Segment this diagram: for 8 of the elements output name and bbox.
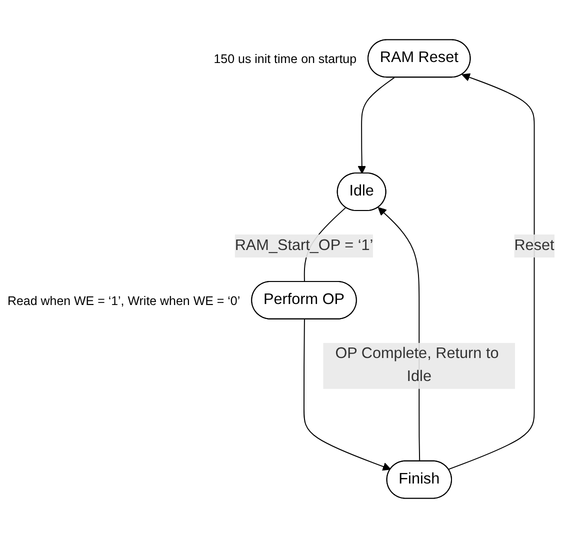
arrow xyxy=(448,73,535,470)
arrow xyxy=(304,318,392,471)
arrow xyxy=(358,77,395,174)
edge-label: Reset xyxy=(514,237,554,254)
edge-label: RAM_Start_OP = ‘1’ xyxy=(234,237,374,254)
annotation-text: 150 us init time on startup xyxy=(214,52,357,66)
annotation-text: Read when WE = ‘1’, Write when WE = ‘0’ xyxy=(7,294,240,308)
edge-label: OP Complete, Return to Idle xyxy=(335,346,499,386)
